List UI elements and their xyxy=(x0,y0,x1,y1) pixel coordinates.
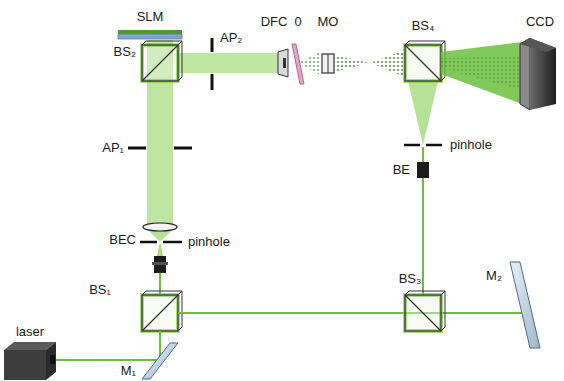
hologram-cone xyxy=(441,56,522,90)
beam-line xyxy=(422,147,424,162)
part-label: BS₂ xyxy=(114,45,136,59)
beam-line xyxy=(159,273,161,295)
ccd-camera xyxy=(520,38,556,110)
part-label: pinhole xyxy=(450,138,492,152)
part-label: DFC xyxy=(261,15,288,29)
reference-beam xyxy=(178,312,522,314)
part-label: laser xyxy=(16,325,44,339)
beam-line xyxy=(55,359,160,361)
part-label: 0 xyxy=(294,15,301,29)
object-wave-cone xyxy=(370,50,405,77)
hologram-cone xyxy=(441,42,522,104)
laser-source xyxy=(4,342,56,380)
pinhole xyxy=(140,241,182,244)
part-label: MO xyxy=(318,15,339,29)
part-label: BS₁ xyxy=(89,283,111,297)
object-wave-cone xyxy=(334,55,370,72)
part-label: AP₂ xyxy=(220,31,242,45)
objective-ring xyxy=(152,262,168,265)
aperture xyxy=(128,147,192,150)
part-label: BEC xyxy=(109,233,136,247)
diffracted-light xyxy=(298,52,320,75)
aperture xyxy=(211,38,214,90)
mirror xyxy=(510,262,540,348)
slm-plate xyxy=(118,30,182,39)
beam-splitter xyxy=(405,41,445,81)
expand-cone xyxy=(157,242,163,256)
part-label: pinhole xyxy=(188,235,230,249)
microscope-objective xyxy=(322,54,334,73)
part-label: CCD xyxy=(526,15,554,29)
beam-splitter xyxy=(142,41,182,81)
reference-cone xyxy=(408,81,438,145)
part-label: M₁ xyxy=(121,364,136,378)
reference-beam xyxy=(422,178,424,295)
part-label: BS₄ xyxy=(412,19,435,33)
beam-splitter xyxy=(142,291,182,331)
reflected-beam xyxy=(178,53,284,73)
part-label: BE xyxy=(393,163,410,177)
part-label: SLM xyxy=(137,10,164,24)
part-label: AP₁ xyxy=(102,141,124,155)
mirror xyxy=(142,343,178,379)
beam-expander xyxy=(417,162,429,178)
part-label: BS₃ xyxy=(399,272,422,286)
lens xyxy=(143,223,177,231)
part-label: M₂ xyxy=(486,269,502,283)
beam-splitter xyxy=(405,291,445,331)
dfc-element xyxy=(278,49,288,77)
